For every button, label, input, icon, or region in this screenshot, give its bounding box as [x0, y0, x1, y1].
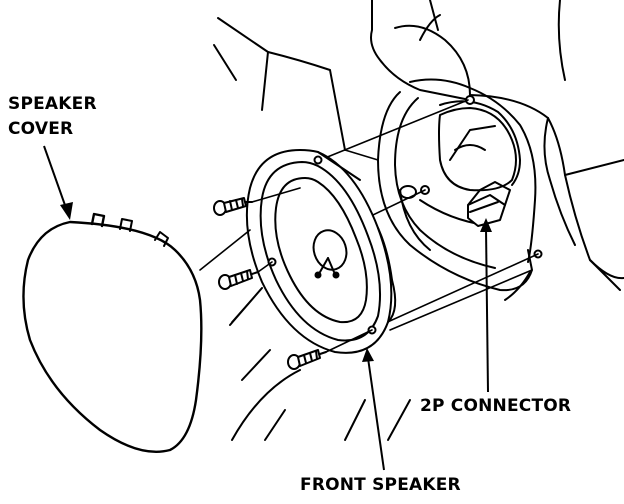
front-speaker	[245, 149, 397, 354]
lower-trim-lines	[229, 287, 411, 441]
speaker-cover-label-line2: COVER	[8, 119, 74, 139]
speaker-cover	[22, 212, 203, 453]
cover-leader-arrow	[43, 145, 73, 220]
screw-top	[213, 197, 253, 216]
door-speaker-pocket	[377, 78, 537, 301]
connector-leader-arrow	[480, 218, 492, 393]
screw-middle	[218, 269, 259, 290]
screw-bottom	[287, 349, 327, 370]
door-panel-outline	[213, 0, 624, 291]
pocket-mounting-holes	[420, 95, 543, 259]
connector-2p	[467, 181, 511, 227]
front-speaker-label: FRONT SPEAKER	[300, 475, 461, 495]
speaker-cover-label-line1: SPEAKER	[8, 94, 97, 114]
connector-label: 2P CONNECTOR	[420, 396, 572, 416]
speaker-leader-arrow	[362, 348, 385, 471]
speaker-cover-label: SPEAKER COVER	[8, 92, 97, 142]
